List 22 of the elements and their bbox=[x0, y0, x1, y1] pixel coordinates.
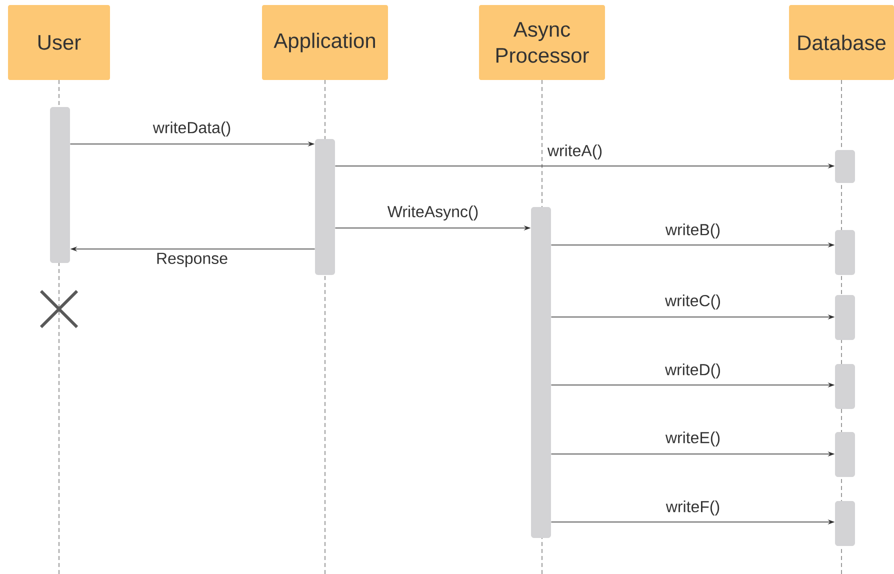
activation-bar bbox=[835, 230, 855, 275]
activation-bar bbox=[315, 139, 335, 275]
activation-bar bbox=[835, 432, 855, 477]
activation-bar bbox=[531, 207, 551, 538]
message-label: Response bbox=[154, 252, 230, 268]
lifeline-head: Application bbox=[262, 5, 388, 80]
activation-bar bbox=[50, 107, 70, 263]
message-label: writeC() bbox=[664, 294, 722, 310]
lifeline-head: User bbox=[8, 5, 110, 80]
message-label: WriteAsync() bbox=[386, 204, 480, 222]
message-label: writeA() bbox=[546, 144, 604, 160]
message-label: writeE() bbox=[664, 430, 722, 448]
lifeline-head: Async Processor bbox=[479, 5, 605, 80]
message-label: writeData() bbox=[152, 120, 232, 138]
activation-bar bbox=[835, 364, 855, 409]
activation-bar bbox=[835, 295, 855, 340]
message-label: writeB() bbox=[664, 222, 722, 240]
message-label: writeF() bbox=[664, 500, 722, 516]
lifeline-head: Database bbox=[789, 5, 894, 80]
activation-bar bbox=[835, 501, 855, 546]
activation-bar bbox=[835, 150, 855, 183]
message-label: writeD() bbox=[664, 362, 722, 380]
